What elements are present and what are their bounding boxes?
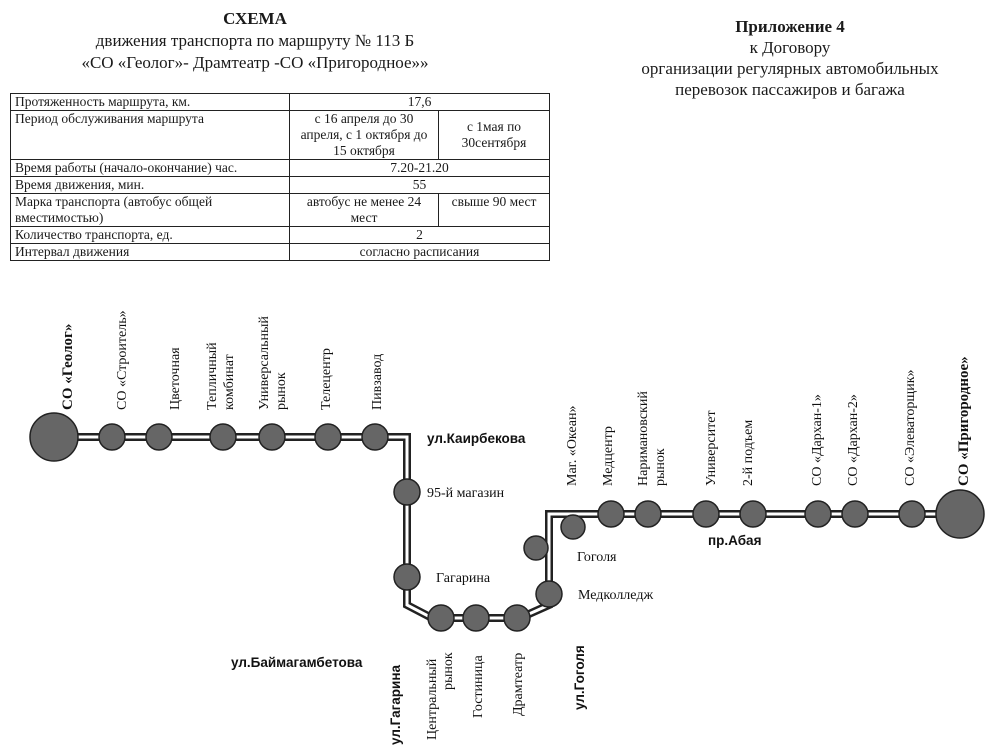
stop-universalny	[258, 423, 286, 451]
appendix-line-4: перевозок пассажиров и багажа	[675, 80, 905, 99]
stop-magazin95	[393, 478, 421, 506]
stop-stroitel	[98, 423, 126, 451]
label-central-2: рынок	[441, 652, 456, 690]
label-gagarina: Гагарина	[436, 571, 491, 586]
street-kairbekova: ул.Каирбекова	[427, 431, 526, 446]
scheme-title: СХЕМА	[223, 9, 287, 28]
appendix-line-3: организации регулярных автомобильных	[641, 59, 939, 78]
label-teplichny-2: комбинат	[222, 354, 237, 410]
label-universalny-2: рынок	[274, 372, 289, 410]
table-row: Время движения, мин. 55	[10, 176, 550, 194]
stop-teplichny	[209, 423, 237, 451]
route-stops	[29, 412, 985, 632]
street-baimagambetova: ул.Баймагамбетова	[231, 655, 363, 670]
label-podem2: 2-й подъем	[741, 420, 756, 486]
label-gogolya: Гоголя	[577, 550, 617, 565]
table-row: Марка транспорта (автобус общей вместимо…	[10, 193, 550, 227]
stop-gogolya	[523, 535, 549, 561]
table-row: Интервал движения согласно расписания	[10, 243, 550, 261]
label-pivzavod: Пивзавод	[370, 354, 385, 410]
label-gostinitsa: Гостиница	[471, 654, 486, 718]
label-elevator: СО «Элеваторщик»	[903, 370, 918, 487]
table-row: Период обслуживания маршрута с 16 апреля…	[10, 110, 550, 160]
label-dramteatr: Драмтеатр	[511, 653, 526, 716]
appendix-title: Приложение 4	[735, 17, 845, 36]
interval-value: согласно расписания	[289, 243, 550, 261]
label-geolog: СО «Геолог»	[60, 324, 76, 410]
label-narimanovsky-2: рынок	[653, 448, 668, 486]
label-darkhan2: СО «Дархан-2»	[846, 394, 861, 486]
stop-dramteatr	[503, 604, 531, 632]
label-teplichny-1: Тепличный	[205, 342, 220, 410]
street-gagarina: ул.Гагарина	[388, 665, 403, 745]
label-universalny-1: Универсальный	[257, 316, 272, 410]
label-darkhan1: СО «Дархан-1»	[810, 394, 825, 486]
street-abaya: пр.Абая	[708, 533, 761, 548]
stop-gostinitsa	[462, 604, 490, 632]
label-medcollege: Медколледж	[578, 588, 653, 603]
label-tsvetochnaya: Цветочная	[168, 347, 183, 410]
label-medcenter: Медцентр	[601, 426, 616, 486]
scheme-subtitle: движения транспорта по маршруту № 113 Б	[95, 31, 415, 50]
stop-tsvetochnaya	[145, 423, 173, 451]
label-universitet: Университет	[704, 410, 719, 486]
stop-prigorodnoe	[935, 489, 985, 539]
vehicle-label: Марка транспорта (автобус общей вместимо…	[10, 193, 290, 227]
stop-medcenter	[597, 500, 625, 528]
table-row: Количество транспорта, ед. 2	[10, 226, 550, 244]
appendix-line-2: к Договору	[749, 38, 831, 57]
stop-telecenter	[314, 423, 342, 451]
stop-geolog	[29, 412, 79, 462]
vehicle-value-2: свыше 90 мест	[438, 193, 550, 227]
appendix-header: Приложение 4 к Договору организации регу…	[600, 16, 980, 100]
label-magazin95: 95-й магазин	[427, 486, 505, 501]
stop-gagarina	[393, 563, 421, 591]
period-value-2: с 1мая по 30сентября	[438, 110, 550, 160]
stop-darkhan2	[841, 500, 869, 528]
stop-medcollege	[535, 580, 563, 608]
street-gogolya: ул.Гоголя	[572, 645, 587, 710]
label-telecenter: Телецентр	[319, 348, 334, 410]
scheme-header: СХЕМА движения транспорта по маршруту № …	[20, 8, 490, 74]
stop-pivzavod	[361, 423, 389, 451]
stop-central	[427, 604, 455, 632]
scheme-route-name: «СО «Геолог»- Драмтеатр -СО «Пригородное…	[81, 53, 429, 72]
label-stroitel: СО «Строитель»	[115, 310, 130, 410]
stop-darkhan1	[804, 500, 832, 528]
label-central-1: Центральный	[425, 658, 440, 740]
label-okean: Маг. «Океан»	[565, 406, 580, 486]
length-value: 17,6	[289, 93, 550, 111]
period-value-1: с 16 апреля до 30 апреля, с 1 октября до…	[289, 110, 439, 160]
stop-elevator	[898, 500, 926, 528]
interval-label: Интервал движения	[10, 243, 290, 261]
stop-podem2	[739, 500, 767, 528]
stop-universitet	[692, 500, 720, 528]
label-prigorodnoe: СО «Пригородное»	[956, 356, 972, 486]
stop-narimanovsky	[634, 500, 662, 528]
label-narimanovsky-1: Наримановский	[636, 391, 651, 486]
route-info-table: Протяженность маршрута, км. 17,6 Период …	[10, 93, 550, 261]
stop-okean	[560, 514, 586, 540]
